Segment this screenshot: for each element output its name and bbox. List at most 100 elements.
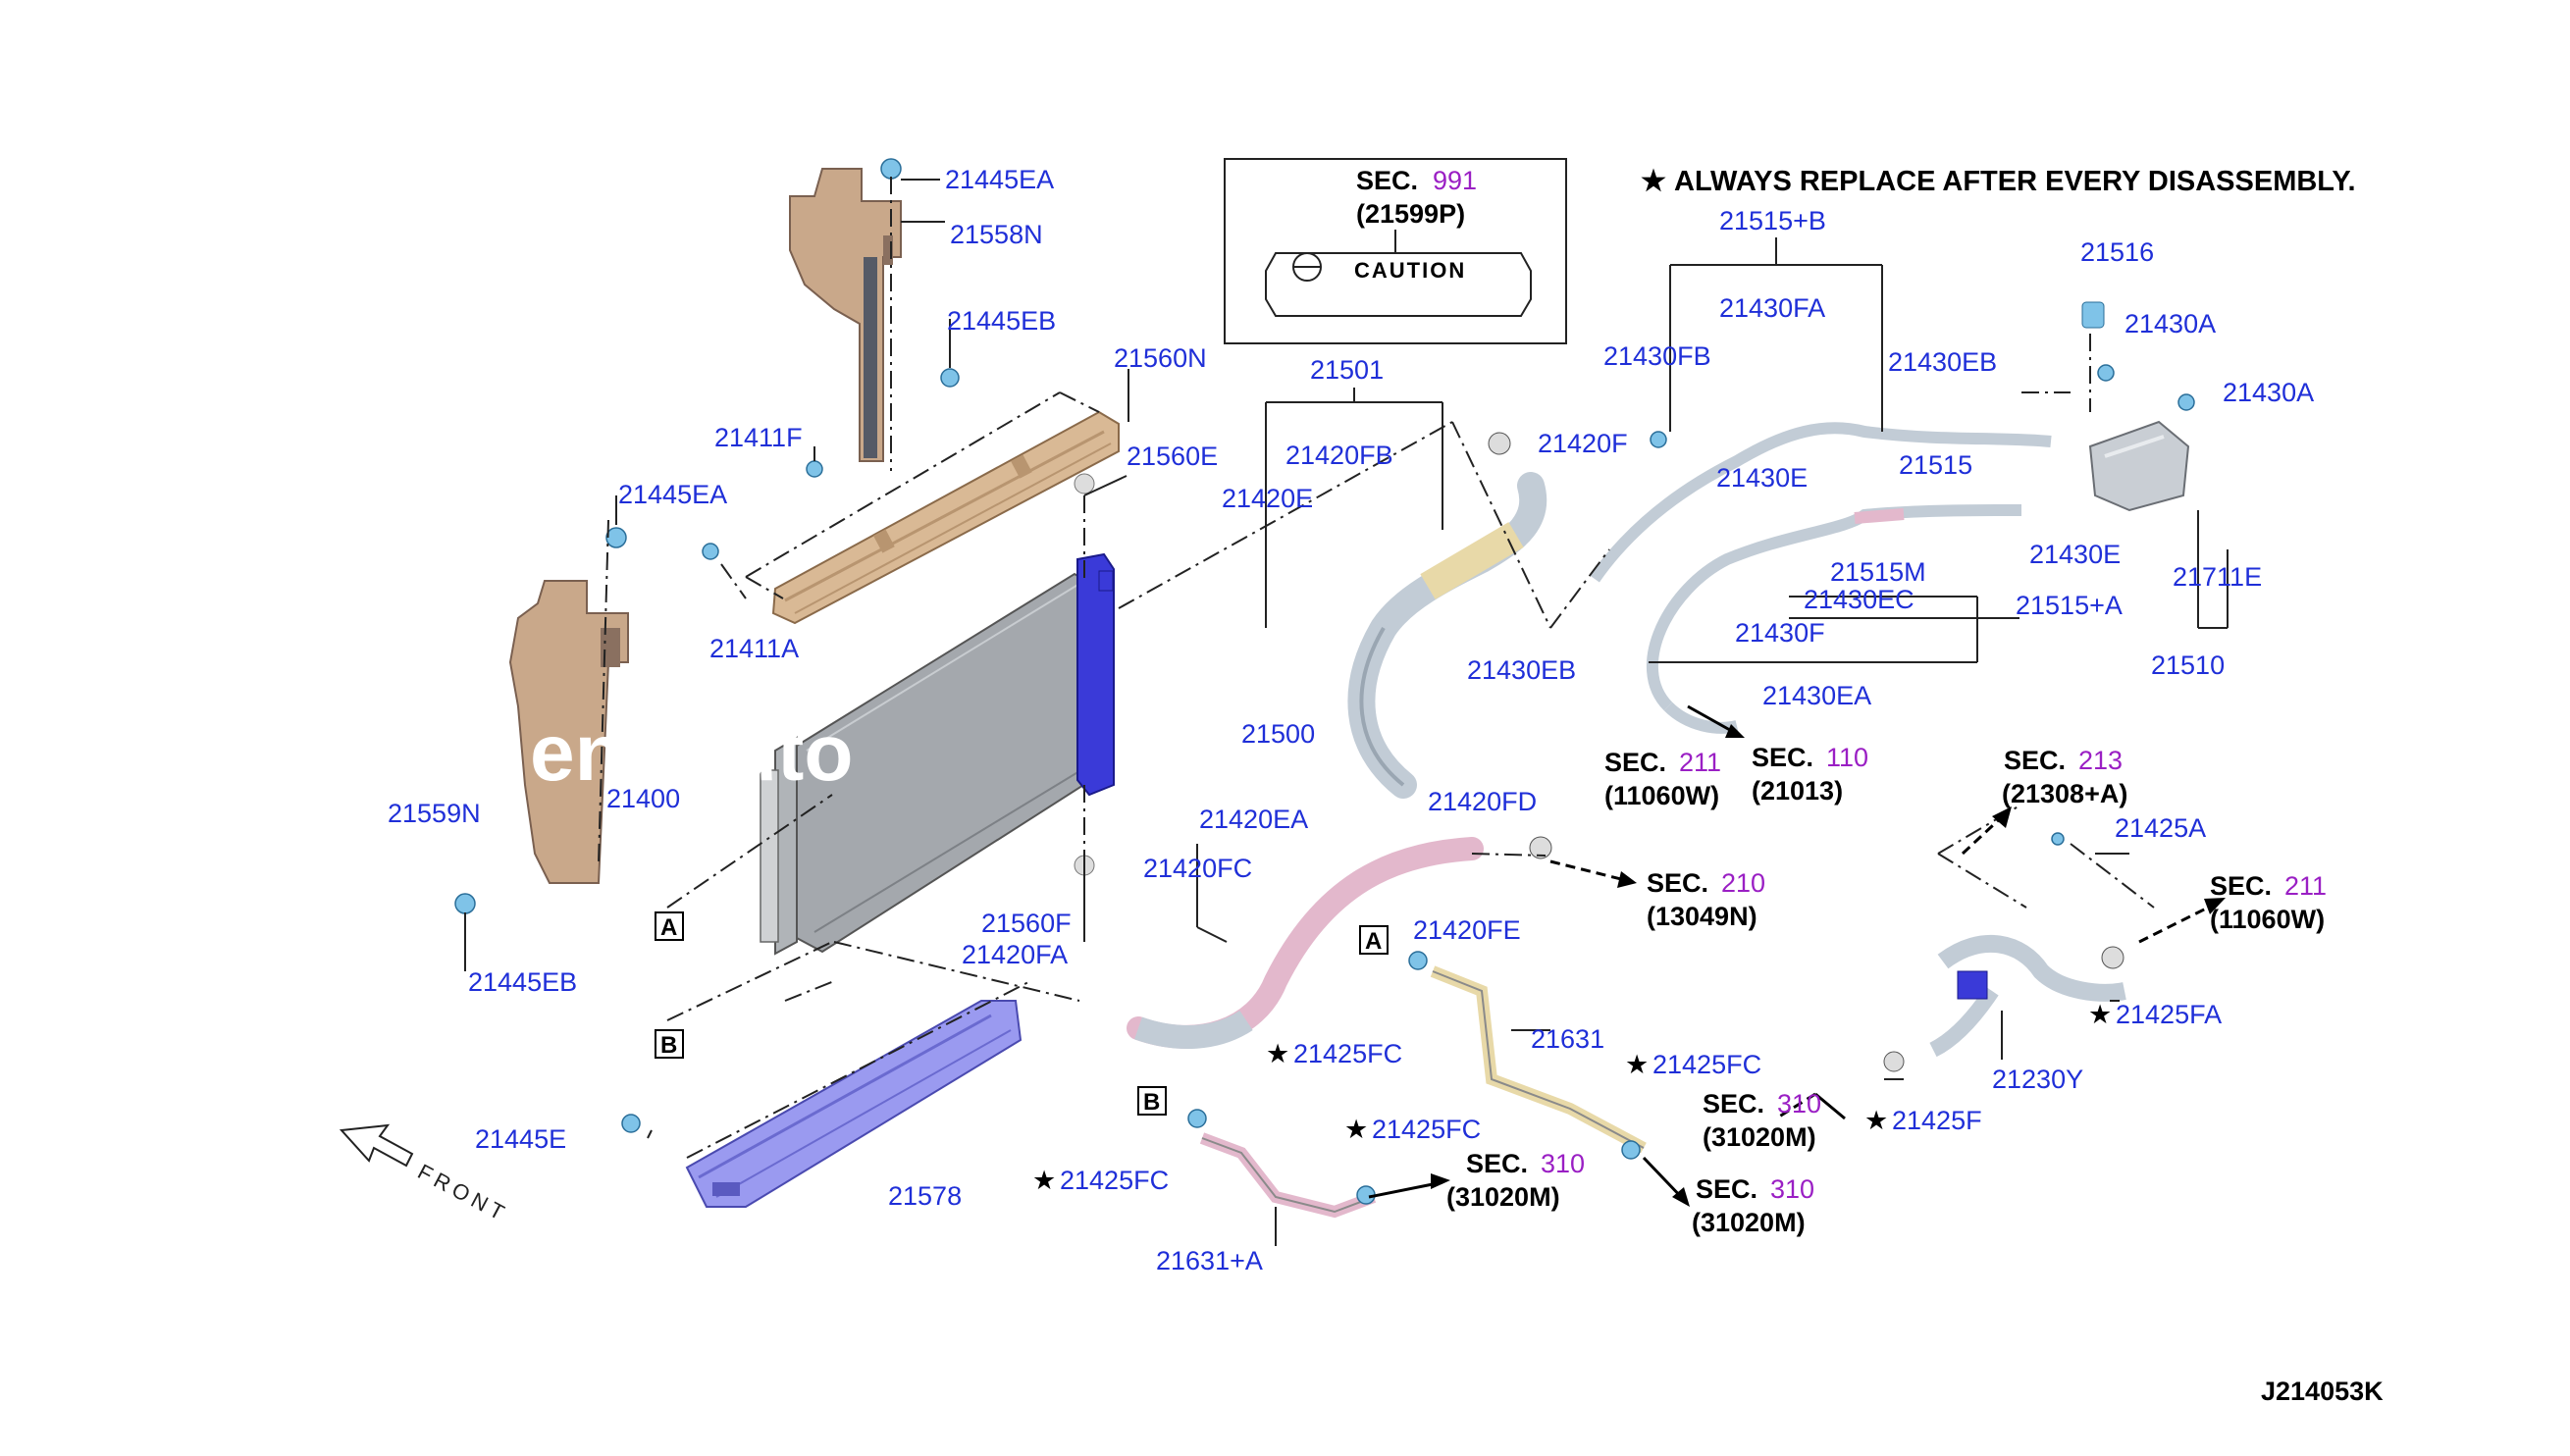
svg-text:★: ★ bbox=[1864, 1106, 1888, 1135]
label-21425fc-a: 21425FC bbox=[1293, 1039, 1402, 1068]
svg-text:(13049N): (13049N) bbox=[1647, 902, 1757, 931]
svg-text:SEC.: SEC. bbox=[1752, 743, 1813, 772]
label-21500: 21500 bbox=[1241, 719, 1315, 749]
lower-radiator-hose bbox=[1127, 837, 1484, 1049]
label-21430f: 21430F bbox=[1735, 618, 1825, 648]
svg-text:SEC.: SEC. bbox=[1696, 1174, 1757, 1204]
sec-ref-213: SEC. 213 (21308+A) bbox=[2002, 746, 2127, 808]
svg-text:(31020M): (31020M) bbox=[1446, 1182, 1560, 1212]
svg-text:213: 213 bbox=[2078, 746, 2123, 775]
label-21516: 21516 bbox=[2080, 237, 2154, 267]
label-21230y: 21230Y bbox=[1992, 1065, 2083, 1094]
label-21560n: 21560N bbox=[1114, 343, 1207, 373]
caution-text: CAUTION bbox=[1354, 258, 1466, 283]
label-21420fd: 21420FD bbox=[1428, 787, 1537, 816]
label-21425fc-c: 21425FC bbox=[1372, 1115, 1481, 1144]
svg-text:★: ★ bbox=[1344, 1115, 1368, 1144]
svg-text:SEC.: SEC. bbox=[2004, 746, 2066, 775]
label-21430e-upper: 21430E bbox=[1716, 463, 1808, 493]
label-21515: 21515 bbox=[1899, 450, 1972, 480]
svg-text:A: A bbox=[660, 914, 677, 941]
sec-ref-310-outlet: SEC. 310 (31020M) bbox=[1703, 1089, 1821, 1152]
label-21631: 21631 bbox=[1531, 1024, 1604, 1054]
sec-ref-210: SEC. 210 (13049N) bbox=[1647, 868, 1765, 931]
caution-sec-prefix: SEC. bbox=[1356, 166, 1418, 195]
label-21430a-upper: 21430A bbox=[2124, 309, 2216, 338]
sec-ref-310-rear: SEC. 310 (31020M) bbox=[1446, 1149, 1585, 1212]
side-air-deflector bbox=[508, 580, 629, 884]
label-21430fb: 21430FB bbox=[1603, 341, 1711, 371]
svg-text:(31020M): (31020M) bbox=[1703, 1122, 1816, 1152]
label-21420fc: 21420FC bbox=[1143, 854, 1252, 883]
label-21430e-right: 21430E bbox=[2029, 540, 2121, 569]
label-21425a: 21425A bbox=[2115, 813, 2206, 843]
label-21445ea-top: 21445EA bbox=[945, 165, 1054, 194]
replace-note-star: ★ bbox=[1641, 166, 1666, 197]
label-21430a-lower: 21430A bbox=[2223, 378, 2314, 407]
reservoir-tank bbox=[2081, 301, 2190, 512]
sec-ref-110: SEC. 110 (21013) bbox=[1752, 743, 1868, 806]
label-21430fa: 21430FA bbox=[1719, 293, 1825, 323]
svg-text:211: 211 bbox=[2284, 871, 2327, 901]
label-21411f: 21411F bbox=[714, 423, 803, 452]
radiator bbox=[760, 552, 1115, 956]
label-21515a: 21515+A bbox=[2016, 591, 2123, 620]
caution-label-box: SEC. 991 (21599P) CAUTION bbox=[1224, 158, 1567, 344]
sec-arrows bbox=[1368, 704, 2226, 1207]
reservoir-cap bbox=[2081, 301, 2105, 329]
label-21711e: 21711E bbox=[2173, 562, 2262, 592]
label-21515b: 21515+B bbox=[1719, 206, 1826, 235]
svg-text:B: B bbox=[1143, 1089, 1160, 1116]
sec-ref-211-right: SEC. 211 (11060W) bbox=[2210, 871, 2327, 934]
svg-text:SEC.: SEC. bbox=[1604, 748, 1666, 777]
label-21510: 21510 bbox=[2151, 650, 2225, 680]
sec-ref-211-center: SEC. 211 (11060W) bbox=[1604, 748, 1721, 810]
label-21420e: 21420E bbox=[1222, 484, 1313, 513]
label-21430ec: 21430EC bbox=[1804, 585, 1914, 614]
label-21420ea: 21420EA bbox=[1199, 805, 1308, 834]
svg-text:(31020M): (31020M) bbox=[1692, 1208, 1806, 1237]
label-21400: 21400 bbox=[606, 784, 680, 813]
label-21420fa: 21420FA bbox=[962, 940, 1068, 969]
label-21430eb-center: 21430EB bbox=[1467, 655, 1576, 685]
label-21425fc-b: 21425FC bbox=[1652, 1050, 1761, 1079]
water-outlet-assembly bbox=[1929, 934, 2126, 1058]
callout-box-a-center: A bbox=[1359, 925, 1389, 955]
upper-air-deflector bbox=[789, 168, 902, 462]
svg-text:(21308+A): (21308+A) bbox=[2002, 779, 2127, 808]
label-21420fb: 21420FB bbox=[1285, 441, 1393, 470]
label-21631a: 21631+A bbox=[1156, 1246, 1263, 1275]
starred-labels: ★ 21425FC ★ 21425FC ★ 21425FC ★ 21425FC … bbox=[1032, 1000, 2222, 1195]
caution-sec-number: 991 bbox=[1433, 166, 1477, 195]
svg-text:★: ★ bbox=[1266, 1039, 1289, 1068]
diagram-code: J214053K bbox=[2261, 1377, 2384, 1406]
svg-text:310: 310 bbox=[1770, 1174, 1814, 1204]
caution-part-number: (21599P) bbox=[1356, 199, 1465, 229]
label-21425f: 21425F bbox=[1892, 1106, 1982, 1135]
svg-text:(21013): (21013) bbox=[1752, 776, 1843, 806]
label-21560e: 21560E bbox=[1127, 442, 1218, 471]
caution-decal bbox=[1265, 252, 1532, 317]
svg-text:SEC.: SEC. bbox=[1647, 868, 1708, 898]
heater-hose-rear bbox=[1199, 1132, 1377, 1219]
label-21445eb-bottom: 21445EB bbox=[468, 967, 577, 997]
label-21558n: 21558N bbox=[950, 220, 1043, 249]
lower-air-guide bbox=[685, 1000, 1023, 1208]
dash-dot-lines bbox=[598, 177, 2155, 1159]
sec-ref-310-front: SEC. 310 (31020M) bbox=[1692, 1174, 1814, 1237]
clips bbox=[454, 158, 2195, 1205]
svg-text:★: ★ bbox=[1032, 1166, 1056, 1195]
svg-text:(11060W): (11060W) bbox=[2210, 905, 2325, 934]
svg-text:310: 310 bbox=[1777, 1089, 1821, 1118]
label-21425fa: 21425FA bbox=[2116, 1000, 2222, 1029]
label-21501: 21501 bbox=[1310, 355, 1384, 385]
label-21560f: 21560F bbox=[981, 909, 1072, 938]
radiator-side-tank bbox=[1076, 552, 1115, 797]
label-21578: 21578 bbox=[888, 1181, 962, 1211]
label-21411a: 21411A bbox=[709, 634, 799, 663]
label-21420fe: 21420FE bbox=[1413, 915, 1521, 945]
label-21445e: 21445E bbox=[475, 1124, 566, 1154]
svg-text:SEC.: SEC. bbox=[1703, 1089, 1764, 1118]
replace-note: ALWAYS REPLACE AFTER EVERY DISASSEMBLY. bbox=[1674, 166, 2356, 197]
